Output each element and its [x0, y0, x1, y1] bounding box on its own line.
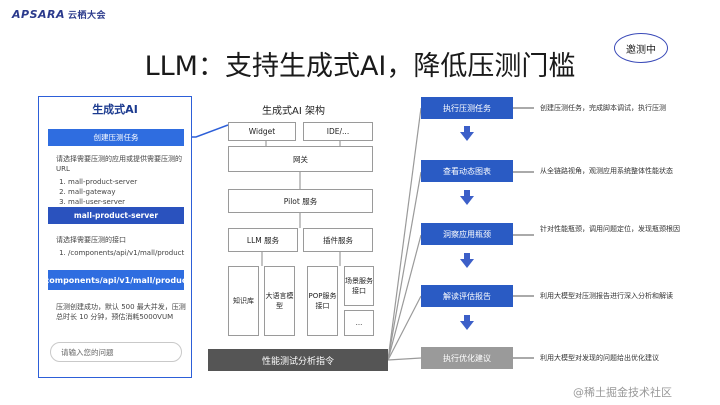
widget-box: Widget	[228, 122, 296, 141]
slide-title: LLM：支持生成式AI，降低压测门槛	[144, 51, 576, 82]
fan-arrow	[387, 295, 422, 361]
step-execute-test[interactable]: 执行压测任务	[421, 97, 513, 119]
step-view-charts[interactable]: 查看动态图表	[421, 160, 513, 182]
gateway-box: 网关	[228, 146, 373, 172]
pop-box: POP服务接口	[307, 266, 338, 336]
selected-api-bar[interactable]: /components/api/v1/mall/product	[42, 270, 190, 290]
command-bar: 性能测试分析指令	[208, 349, 388, 371]
down-arrow	[464, 126, 470, 132]
scene-box: 场景服务接口	[344, 266, 374, 306]
step-read-report[interactable]: 解读评估报告	[421, 285, 513, 307]
list-item[interactable]: /components/api/v1/mall/product	[68, 248, 186, 258]
down-arrow	[464, 190, 470, 196]
ide-box: IDE/...	[303, 122, 373, 141]
logo-cn: 云栖大会	[68, 11, 107, 21]
list-item[interactable]: mall-product-server	[68, 177, 186, 187]
fan-arrow	[387, 234, 422, 361]
step-optimize[interactable]: 执行优化建议	[421, 347, 513, 369]
step-desc: 针对性能瓶颈，调用问题定位，发现瓶颈根因	[540, 225, 680, 233]
fan-arrow	[387, 357, 422, 361]
llm-service-box: LLM 服务	[228, 228, 298, 252]
fan-arrows	[387, 107, 422, 361]
step-desc: 利用大模型对发现的问题给出优化建议	[540, 354, 659, 362]
prompt-text-1: 请选择需要压测的应用或提供需要压测的URL mall-product-serve…	[56, 154, 186, 207]
step-desc: 创建压测任务，完成脚本调试，执行压测	[540, 104, 666, 112]
invite-badge: 邀测中	[614, 33, 668, 63]
list-item[interactable]: mall-user-server	[68, 197, 186, 207]
step-desc: 利用大模型对压测报告进行深入分析和解读	[540, 292, 673, 300]
fan-arrow	[387, 171, 422, 361]
app-list: mall-product-server mall-gateway mall-us…	[56, 177, 186, 207]
prompt-2: 请选择需要压测的接口	[56, 236, 126, 244]
pilot-box: Pilot 服务	[228, 189, 373, 213]
down-arrow	[460, 259, 474, 268]
knowledge-box: 知识库	[228, 266, 259, 336]
result-text: 压测创建成功，默认 500 最大并发，压测 总时长 10 分钟，预估消耗5000…	[56, 303, 186, 321]
selected-app-bar[interactable]: mall-product-server	[48, 207, 184, 224]
plugin-service-box: 插件服务	[303, 228, 373, 252]
down-arrow	[464, 253, 470, 259]
desc-links	[513, 107, 534, 359]
logo-en: APSARA	[12, 8, 65, 21]
panel-title: 生成式AI	[92, 103, 138, 116]
down-arrow	[464, 315, 470, 321]
watermark: @稀土掘金技术社区	[573, 386, 672, 399]
step-desc: 从全链路视角，观测应用系统整体性能状态	[540, 167, 673, 175]
prompt-text-2: 请选择需要压测的接口 /components/api/v1/mall/produ…	[56, 235, 186, 258]
question-input[interactable]: 请输入您的问题	[50, 342, 182, 362]
down-arrow	[460, 132, 474, 141]
list-item[interactable]: mall-gateway	[68, 187, 186, 197]
prompt-1: 请选择需要压测的应用或提供需要压测的URL	[56, 155, 182, 173]
api-list: /components/api/v1/mall/product	[56, 248, 186, 258]
arch-title: 生成式AI 架构	[262, 106, 325, 117]
fan-arrow	[387, 107, 422, 361]
step-insight-bottleneck[interactable]: 洞察应用瓶颈	[421, 223, 513, 245]
create-task-bar[interactable]: 创建压测任务	[48, 129, 184, 146]
down-arrow	[460, 196, 474, 205]
more-box: ...	[344, 310, 374, 336]
down-arrow	[460, 321, 474, 330]
big-model-box: 大语言模型	[264, 266, 295, 336]
